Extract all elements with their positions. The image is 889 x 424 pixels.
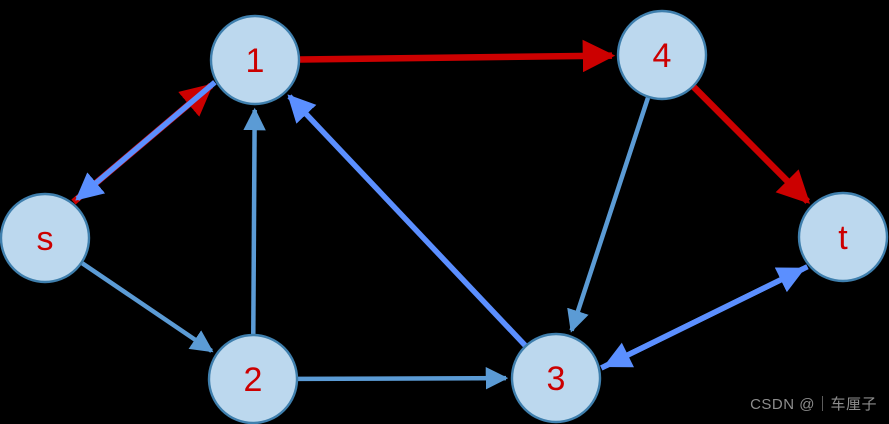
node-3[interactable]: 3 <box>510 332 602 424</box>
edge-2-to-3 <box>297 366 509 390</box>
node-s[interactable]: s <box>0 192 91 284</box>
node-1[interactable]: 1 <box>209 14 301 106</box>
edge-4-to-t <box>691 84 811 204</box>
edge-4-to-3 <box>567 97 651 333</box>
node-layer: s 1 2 3 4 t <box>0 9 889 424</box>
node-circle-1[interactable] <box>209 14 301 106</box>
edge-2-to-1 <box>243 107 266 335</box>
node-2[interactable]: 2 <box>207 333 299 424</box>
edge-1-to-s <box>75 80 217 201</box>
node-circle-3[interactable] <box>510 332 602 424</box>
node-label-3: 3 <box>547 360 566 398</box>
edge-1-to-4 <box>299 39 616 73</box>
edge-layer <box>71 39 811 390</box>
node-label-1: 1 <box>246 42 265 80</box>
node-circle-s[interactable] <box>0 192 91 284</box>
node-circle-2[interactable] <box>207 333 299 424</box>
edge-s-to-2 <box>80 261 214 353</box>
node-circle-4[interactable] <box>616 9 708 101</box>
watermark: CSDN @｜车厘子 <box>750 396 877 413</box>
node-label-4: 4 <box>653 37 672 75</box>
edge-t-to-3 <box>603 264 809 369</box>
node-label-2: 2 <box>244 361 263 399</box>
node-4[interactable]: 4 <box>616 9 708 101</box>
node-t[interactable]: t <box>797 191 889 283</box>
node-label-t: t <box>838 219 848 257</box>
edge-3-to-1 <box>287 94 528 348</box>
node-circle-t[interactable] <box>797 191 889 283</box>
node-label-s: s <box>37 220 54 258</box>
